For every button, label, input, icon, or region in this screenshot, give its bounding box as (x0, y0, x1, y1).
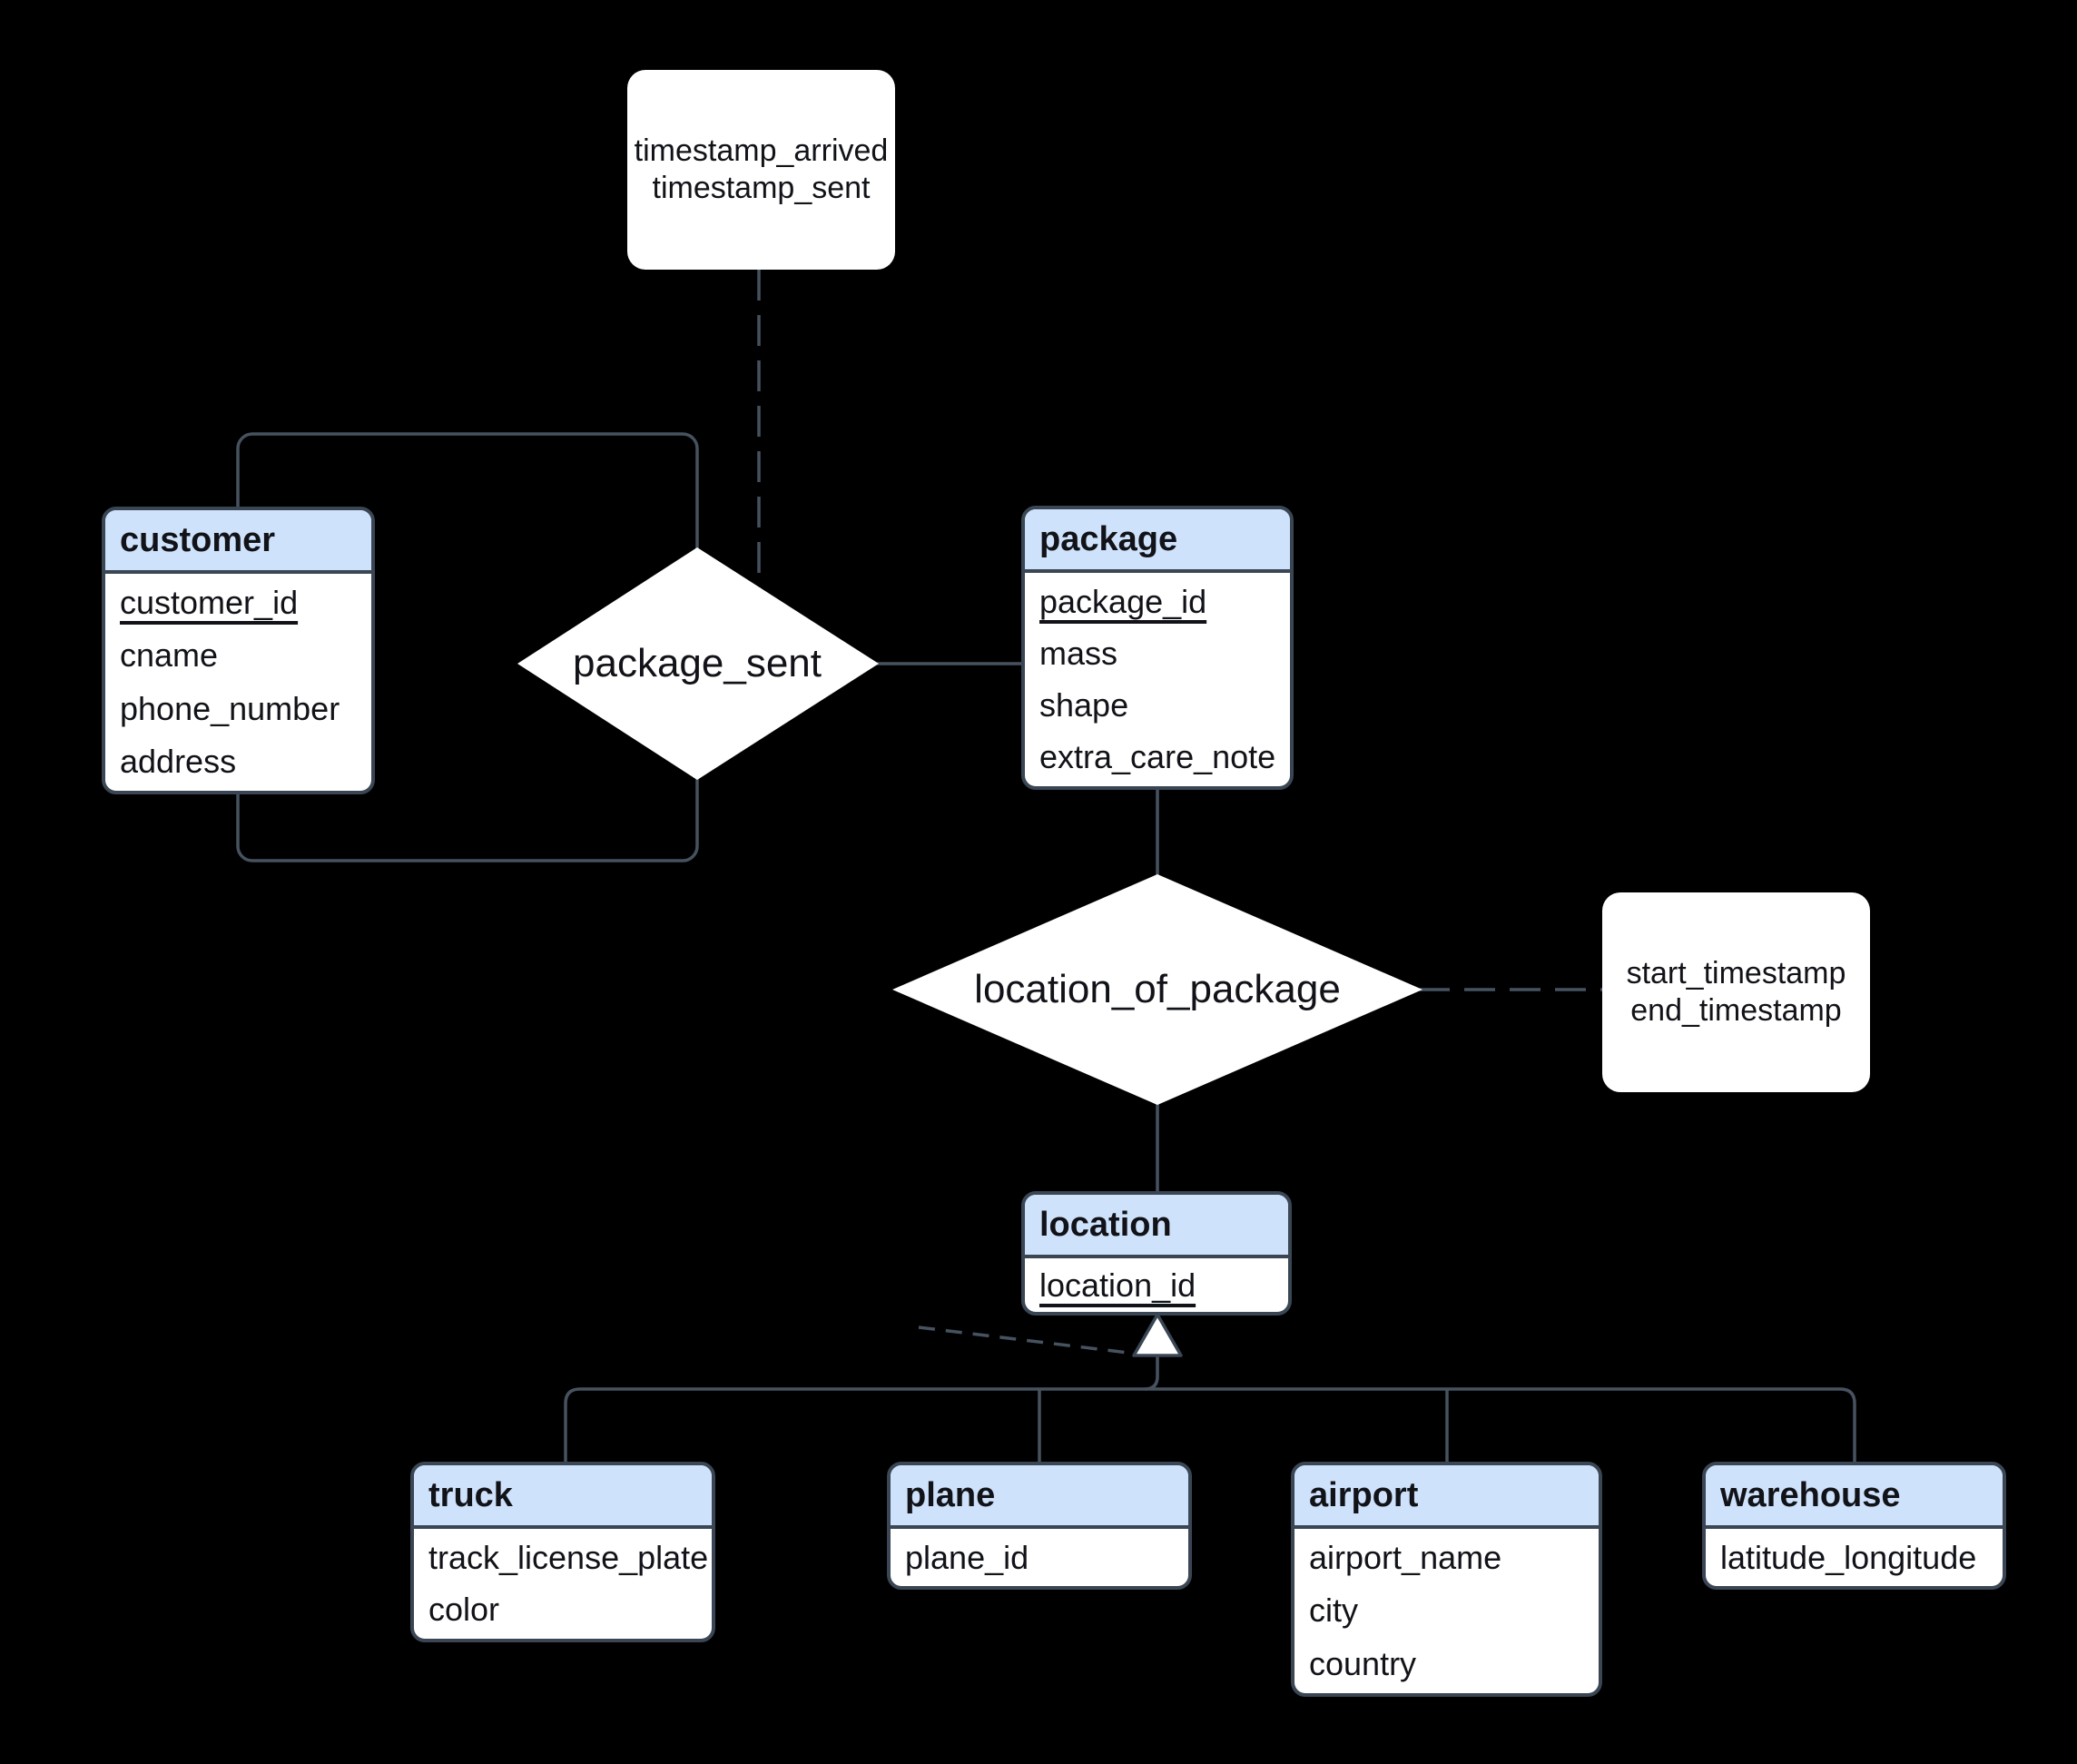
attr-track-license-plate: track_license_plate (428, 1538, 709, 1576)
entity-plane-title: plane (891, 1465, 1188, 1529)
attribute-start-timestamp: start_timestamp (1626, 956, 1846, 990)
entity-truck-title: truck (414, 1465, 712, 1529)
entity-location-title: location (1025, 1195, 1288, 1258)
attribute-box-location-of-package[interactable]: start_timestamp end_timestamp (1602, 892, 1870, 1092)
attr-address: address (120, 742, 237, 780)
attr-city: city (1309, 1592, 1358, 1630)
isa-triangle-arrow[interactable] (1132, 1313, 1183, 1357)
relationship-location-of-package-diamond[interactable] (892, 874, 1422, 1105)
entity-warehouse-title: warehouse (1706, 1465, 2003, 1529)
attribute-timestamp-sent: timestamp_sent (652, 171, 871, 205)
entity-warehouse[interactable]: warehouse latitude_longitude (1702, 1462, 2006, 1590)
attr-mass: mass (1039, 634, 1118, 672)
relationship-location-of-package-label: location_of_package (974, 967, 1341, 1011)
isa-bus-connector (1144, 1355, 1159, 1391)
attr-country: country (1309, 1644, 1417, 1682)
attr-color: color (428, 1591, 500, 1629)
entity-package-title: package (1025, 509, 1290, 573)
entity-airport-title: airport (1294, 1465, 1599, 1529)
attr-plane-id: plane_id (905, 1538, 1029, 1576)
attribute-end-timestamp: end_timestamp (1630, 993, 1842, 1028)
attr-extra-care-note: extra_care_note (1039, 738, 1276, 776)
relationship-package-sent-label: package_sent (573, 641, 822, 685)
attr-latitude-longitude: latitude_longitude (1720, 1538, 1977, 1576)
attr-package-id: package_id (1039, 582, 1207, 620)
entity-truck[interactable]: truck track_license_plate color (410, 1462, 715, 1642)
attr-customer-id: customer_id (120, 584, 299, 622)
entity-customer-title: customer (105, 510, 371, 574)
attr-airport-name: airport_name (1309, 1539, 1502, 1577)
subtype-bus-connector (564, 1387, 1856, 1462)
attr-cname: cname (120, 636, 219, 675)
attribute-box-package-sent[interactable]: timestamp_arrived timestamp_sent (627, 70, 895, 270)
entity-location[interactable]: location location_id (1021, 1191, 1292, 1316)
attr-location-id: location_id (1039, 1266, 1196, 1304)
attribute-timestamp-arrived: timestamp_arrived (634, 133, 889, 168)
entity-package[interactable]: package package_id mass shape extra_care… (1021, 506, 1294, 790)
entity-customer[interactable]: customer customer_id cname phone_number … (102, 507, 375, 794)
relationship-package-sent-diamond[interactable] (517, 547, 879, 780)
entity-plane[interactable]: plane plane_id (887, 1462, 1192, 1590)
attr-phone-number: phone_number (120, 689, 340, 727)
attr-shape: shape (1039, 686, 1129, 724)
entity-airport[interactable]: airport airport_name city country (1291, 1462, 1602, 1697)
isa-dashed-connector (918, 1325, 1137, 1355)
